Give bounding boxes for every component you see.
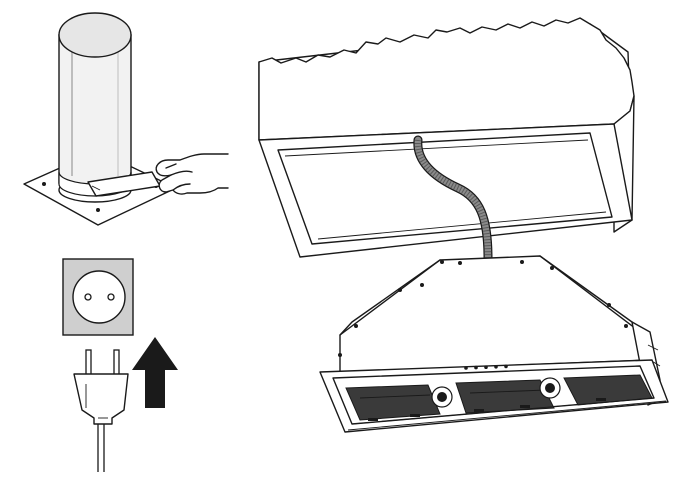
socket-face <box>72 270 126 324</box>
duct-tube-top <box>58 12 132 58</box>
hood-light <box>431 386 453 408</box>
hood-insert-top <box>339 255 649 373</box>
socket-hole <box>84 293 92 301</box>
grease-filter-left <box>345 384 441 421</box>
cabinet-torn-edge <box>258 17 635 141</box>
socket-hole <box>107 293 115 301</box>
cabinet-cutout <box>277 132 613 245</box>
grease-filter-center <box>455 379 555 414</box>
hood-light <box>539 377 561 399</box>
hood-screws <box>338 260 628 357</box>
plate-screw <box>42 182 46 186</box>
duct-tape-panel <box>23 12 229 226</box>
hood-installation-panel <box>258 17 669 433</box>
duct-tube <box>58 34 132 196</box>
hand-illustration <box>155 153 229 195</box>
control-buttons <box>464 364 508 370</box>
plate-screw <box>96 208 100 212</box>
power-panel <box>62 258 178 472</box>
insert-arrow <box>132 337 178 408</box>
power-plug <box>73 349 129 472</box>
